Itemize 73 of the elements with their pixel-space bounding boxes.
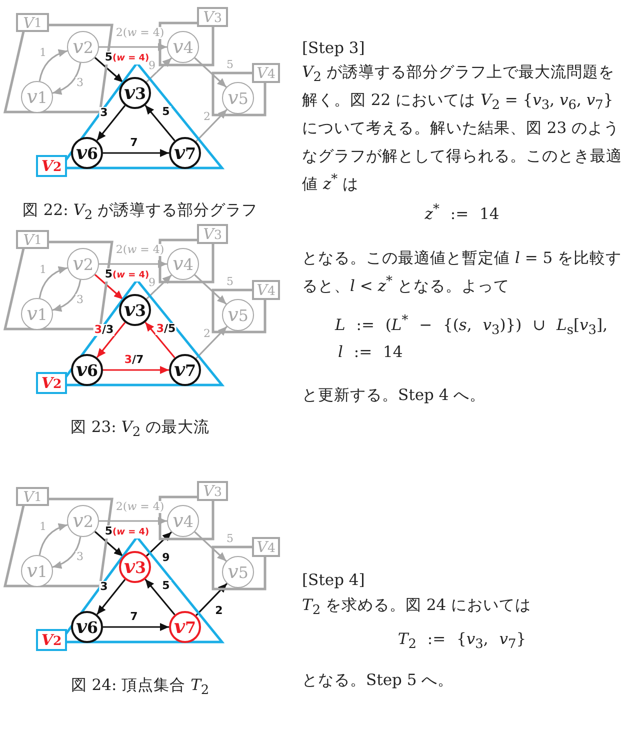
- edge-label: 3: [76, 551, 84, 563]
- arrow: [96, 579, 126, 615]
- arrow: [103, 623, 169, 631]
- arrow: [146, 58, 172, 82]
- equation: l := 14: [338, 342, 403, 363]
- edge-label: 9: [148, 60, 156, 72]
- arrow: [194, 57, 227, 88]
- step-heading: [Step 4]: [302, 570, 365, 591]
- figure-caption: 図 24: 頂点集合 T$_{2}$: [70, 675, 210, 699]
- arrow: [52, 280, 82, 312]
- edge-label: 5: [226, 533, 234, 545]
- arrow: [99, 260, 167, 268]
- edge-label: 5: [226, 59, 234, 71]
- arrow: [94, 531, 124, 557]
- edge-label: 5: [226, 276, 234, 288]
- step-heading: [Step 3]: [302, 38, 365, 59]
- paragraph: となる。この最適値と暫定値 l = 5 を比較すると、l < z$^{*}$ となる。よって: [302, 248, 623, 297]
- arrow: [96, 322, 126, 358]
- arrow: [146, 274, 172, 300]
- arrow: [103, 366, 169, 374]
- arrow: [144, 578, 176, 616]
- arrow: [52, 62, 82, 94]
- paragraph: となる。Step 5 へ。: [302, 670, 454, 691]
- edge-label: 5: [161, 580, 171, 592]
- arrow: [38, 50, 68, 82]
- paragraph: T$_{2}$ を求める。図 24 においては: [302, 595, 532, 619]
- arrow: [94, 57, 124, 83]
- edge-label: 5: [161, 106, 171, 118]
- edge-label: 1: [38, 264, 48, 276]
- edge-label: 2: [202, 111, 212, 123]
- paragraph: と更新する。Step 4 へ。: [302, 385, 486, 406]
- edge-label: 5(w = 4): [104, 268, 150, 282]
- edge-label: 3/3: [93, 324, 115, 336]
- edge-label: 9: [161, 552, 171, 564]
- edge-label: 7: [129, 611, 139, 623]
- arrow: [38, 266, 68, 298]
- arrow: [96, 105, 126, 141]
- arrow: [99, 43, 167, 51]
- edge-label: 1: [38, 521, 48, 533]
- edge-label: 3: [99, 581, 109, 593]
- arrow: [144, 322, 176, 358]
- arrow: [38, 524, 68, 556]
- arrow: [144, 104, 176, 142]
- arrow: [52, 536, 82, 568]
- arrow: [99, 517, 167, 525]
- edge-label: 2: [214, 605, 224, 617]
- arrow: [194, 531, 227, 562]
- arrow: [103, 149, 169, 157]
- figure-caption: 図 23: V$_{2}$ の最大流: [70, 417, 210, 441]
- equation: L := (L$^{*}$ − {(s, v$_{3}$)}) ∪ L$_{s}$[v$_{3}$],: [335, 312, 608, 339]
- edge-label: 1: [38, 47, 48, 59]
- edge-label: 3: [76, 77, 84, 89]
- arrow: [196, 326, 228, 360]
- arrow: [146, 532, 172, 556]
- edge-label: 5(w = 4): [104, 526, 150, 538]
- equation: z$^{*}$ := 14: [424, 200, 500, 225]
- arrow: [196, 582, 228, 616]
- arrow: [196, 108, 228, 142]
- edge-label: 3/5: [155, 323, 177, 335]
- edge-label: 2: [202, 328, 212, 340]
- edge-label: 5(w = 4): [104, 52, 150, 64]
- edge-label: 2(w = 4): [114, 244, 166, 256]
- arrow: [94, 274, 124, 300]
- edge-label: 3/7: [123, 354, 145, 366]
- edge-label: 3: [76, 294, 84, 306]
- edge-label: 2(w = 4): [114, 501, 166, 513]
- equation: T$_{2}$ := {v$_{3}$, v$_{7}$}: [398, 629, 526, 653]
- figure-caption: 図 22: V$_{2}$ が誘導する部分グラフ: [22, 200, 258, 224]
- edge-label: 9: [148, 277, 156, 289]
- edge-label: 7: [129, 137, 139, 149]
- edge-label: 2(w = 4): [114, 27, 166, 39]
- arrow: [194, 274, 227, 305]
- edge-label: 3: [99, 107, 109, 119]
